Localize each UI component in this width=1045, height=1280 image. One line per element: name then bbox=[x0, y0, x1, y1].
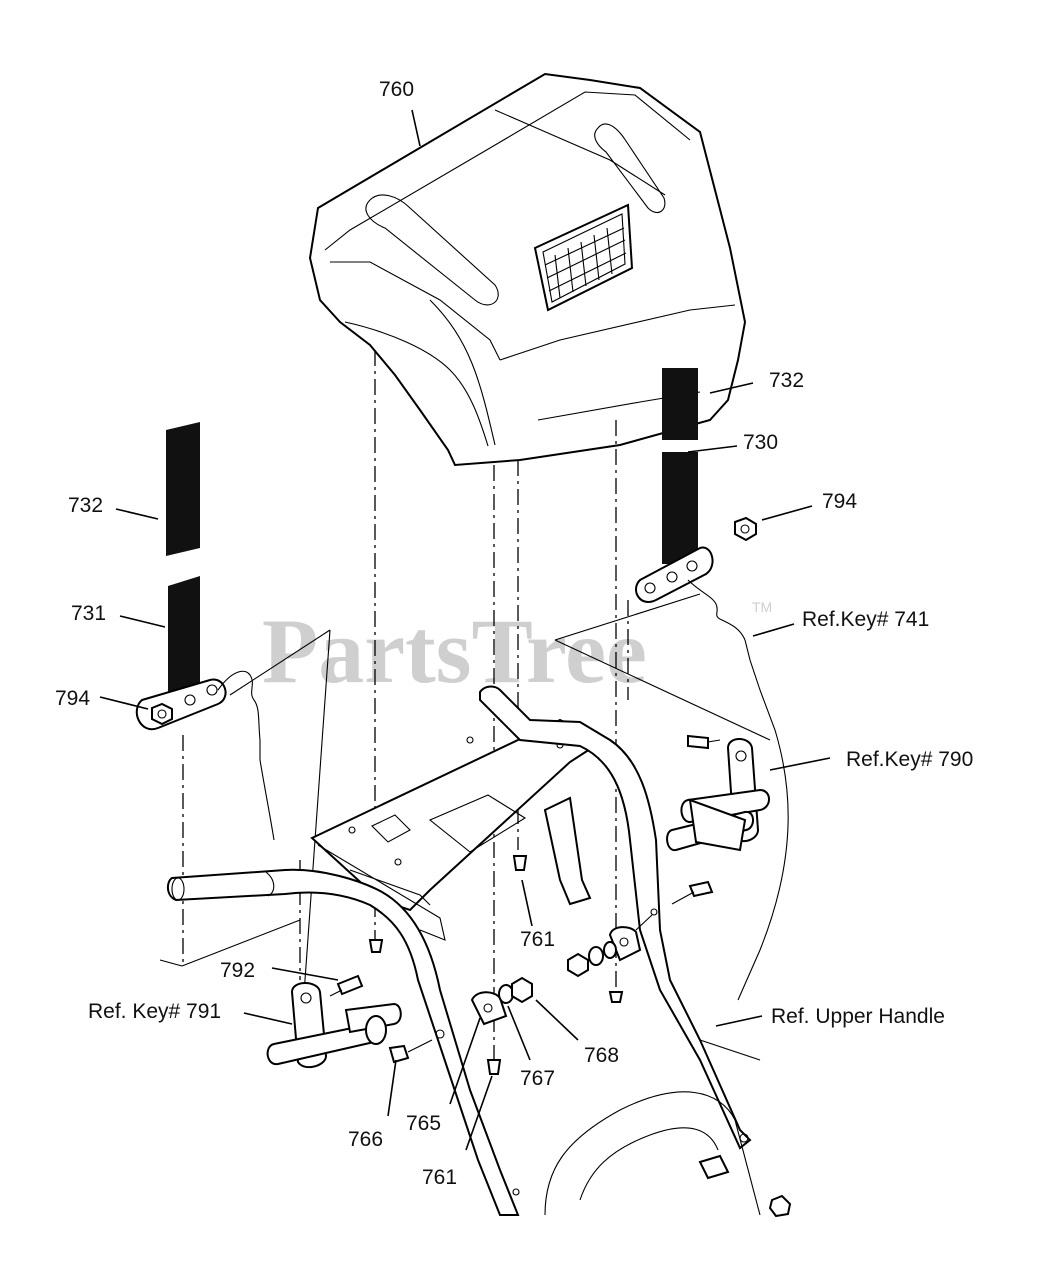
label-794-left: 794 bbox=[55, 687, 90, 710]
leader-768 bbox=[535, 999, 579, 1041]
guide-left-a bbox=[229, 629, 331, 696]
nut-794-right bbox=[734, 516, 757, 542]
leader-790 bbox=[769, 757, 831, 771]
label-761-mid: 761 bbox=[520, 928, 555, 951]
bolt-right bbox=[687, 734, 709, 750]
label-ref-upper-handle: Ref. Upper Handle bbox=[771, 1005, 945, 1028]
right-lever-bracket bbox=[635, 516, 789, 1001]
label-794-right: 794 bbox=[822, 490, 857, 513]
guide-left-c bbox=[181, 919, 301, 967]
guide-left-d bbox=[159, 959, 183, 967]
leader-760 bbox=[411, 109, 421, 147]
right-pivot-bracket-790 bbox=[666, 734, 770, 852]
decal-732-right bbox=[662, 368, 698, 440]
leader-766 bbox=[387, 1059, 397, 1117]
label-732-left: 732 bbox=[68, 494, 103, 517]
label-732-right: 732 bbox=[769, 369, 804, 392]
alignment-lines bbox=[182, 350, 629, 1060]
leader-741 bbox=[752, 623, 795, 637]
label-ref791: Ref. Key# 791 bbox=[88, 1000, 221, 1023]
screws-761 bbox=[368, 855, 528, 1075]
leader-731 bbox=[119, 615, 166, 628]
leader-761-low bbox=[465, 1075, 493, 1151]
label-768: 768 bbox=[584, 1044, 619, 1067]
label-ref790: Ref.Key# 790 bbox=[846, 748, 973, 771]
label-761-low: 761 bbox=[422, 1166, 457, 1189]
label-767: 767 bbox=[520, 1067, 555, 1090]
leader-730 bbox=[687, 445, 738, 453]
guide-right-b bbox=[554, 639, 771, 741]
console-plate bbox=[310, 718, 607, 941]
decal-731 bbox=[168, 576, 200, 695]
leader-794-right bbox=[761, 505, 813, 521]
decal-732-left bbox=[166, 422, 200, 556]
center-hardware bbox=[470, 976, 533, 1026]
watermark-trademark: TM bbox=[752, 599, 772, 615]
leader-732-left bbox=[115, 508, 159, 520]
label-760: 760 bbox=[379, 78, 414, 101]
left-pivot-bracket-791 bbox=[266, 974, 445, 1069]
label-731: 731 bbox=[71, 602, 106, 625]
label-730: 730 bbox=[743, 431, 778, 454]
label-765: 765 bbox=[406, 1112, 441, 1135]
leader-761-mid bbox=[521, 879, 533, 927]
decal-730 bbox=[662, 452, 698, 564]
leader-767 bbox=[507, 1005, 531, 1061]
leader-792 bbox=[271, 967, 339, 981]
bolt-792 bbox=[336, 974, 364, 996]
handle-lower-hardware bbox=[512, 1133, 792, 1218]
upper-handle bbox=[166, 685, 761, 1216]
leader-upper-handle bbox=[715, 1015, 763, 1027]
label-792: 792 bbox=[220, 959, 255, 982]
label-766: 766 bbox=[348, 1128, 383, 1151]
leader-791 bbox=[243, 1012, 293, 1025]
leader-732-right bbox=[709, 382, 754, 394]
leader-765 bbox=[449, 1017, 481, 1105]
label-ref741: Ref.Key# 741 bbox=[802, 608, 929, 631]
bolt-766 bbox=[388, 1044, 410, 1064]
guide-right-a bbox=[554, 593, 701, 641]
nut-794-left bbox=[151, 702, 173, 726]
dash-panel-cover-760 bbox=[308, 72, 747, 467]
right-lower-hardware bbox=[567, 880, 714, 1003]
left-lever-bracket bbox=[135, 670, 275, 841]
watermark-text: PartsTree bbox=[262, 600, 647, 702]
leader-794-left bbox=[99, 696, 149, 710]
